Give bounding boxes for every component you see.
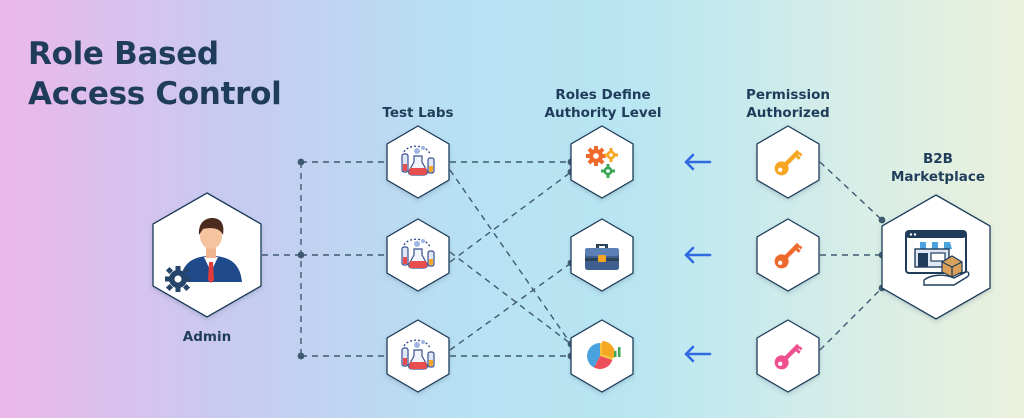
admin-label: Admin — [183, 328, 231, 346]
column-heading-roles-line-1: Roles Define — [555, 87, 651, 103]
page-title-line-1: Role Based — [28, 36, 219, 72]
column-heading-permission-line-1: Permission — [746, 87, 830, 103]
connector-lab3-brief — [449, 262, 572, 351]
connector-key3-b2b — [819, 287, 883, 351]
column-heading-roles-line-2: Authority Level — [544, 105, 662, 121]
hex-nodes — [152, 125, 991, 393]
connector-key1-b2b — [819, 161, 883, 221]
column-heading-b2b-line-1: B2B — [923, 151, 953, 167]
column-heading-roles: Roles Define Authority Level — [545, 86, 662, 122]
arrows — [684, 153, 712, 363]
page-title-line-2: Access Control — [28, 76, 282, 112]
admin-person-gear-icon — [165, 218, 242, 292]
arrow-left-icon — [684, 246, 712, 264]
column-heading-permission-line-2: Authorized — [746, 105, 830, 121]
arrow-left-icon — [684, 345, 712, 363]
lab-flasks-icon — [401, 238, 435, 269]
key-icon — [774, 343, 803, 370]
connector-lab2-gears — [449, 171, 572, 263]
key-icon — [774, 242, 803, 269]
column-heading-test-labs-text: Test Labs — [382, 105, 454, 121]
column-heading-b2b-line-2: Marketplace — [891, 169, 985, 185]
connectors — [262, 161, 883, 357]
arrow-left-icon — [684, 153, 712, 171]
column-heading-permission: Permission Authorized — [746, 86, 830, 122]
page-title: Role Based Access Control — [28, 34, 282, 114]
key-icon — [774, 149, 803, 176]
lab-flasks-icon — [401, 145, 435, 176]
connector-lab2-chart — [449, 251, 572, 345]
connector-lab1-chart — [449, 169, 572, 345]
column-heading-b2b: B2B Marketplace — [891, 150, 985, 186]
column-heading-test-labs: Test Labs — [382, 104, 453, 122]
briefcase-icon — [585, 244, 619, 270]
storefront-icon — [905, 230, 970, 286]
pie-chart-icon — [587, 340, 621, 369]
admin-label-text: Admin — [182, 329, 232, 345]
gears-icon — [586, 146, 618, 178]
lab-flasks-icon — [401, 339, 435, 370]
